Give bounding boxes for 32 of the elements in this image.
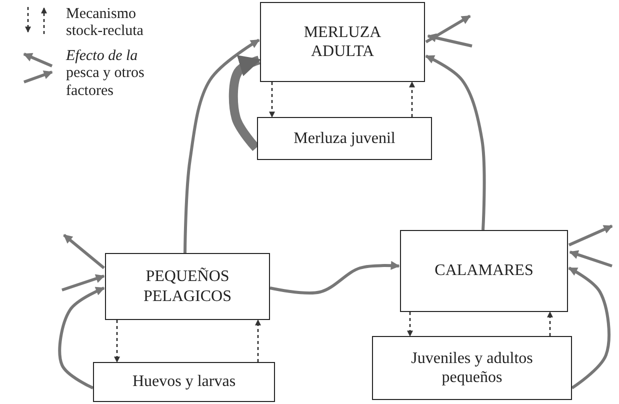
dashed-arrow bbox=[409, 81, 415, 117]
arrow bbox=[62, 274, 105, 292]
arrow bbox=[568, 266, 610, 390]
arrow bbox=[58, 286, 105, 390]
arrow bbox=[184, 38, 260, 254]
dashed-arrow bbox=[407, 312, 413, 337]
box bbox=[260, 2, 425, 82]
box bbox=[372, 336, 572, 400]
arrow bbox=[63, 234, 105, 270]
box-label: PEQUEÑOS PELAGICOS bbox=[142, 267, 232, 306]
arrow bbox=[427, 33, 472, 48]
box-label: CALAMARES bbox=[434, 261, 534, 281]
arrow bbox=[568, 224, 613, 246]
arrow bbox=[270, 260, 400, 294]
arrow bbox=[569, 250, 612, 268]
legend-label: Efecto de la pesca y otros factores bbox=[66, 48, 146, 100]
legend-label: Mecanismo stock-recluta bbox=[66, 6, 144, 40]
arrow bbox=[425, 14, 471, 44]
thick-arrow bbox=[228, 55, 262, 151]
box-label: Merluza juvenil bbox=[294, 128, 396, 148]
box-label: MERLUZA ADULTA bbox=[302, 22, 382, 62]
dashed-arrow bbox=[547, 311, 553, 336]
box bbox=[93, 362, 275, 402]
dashed-arrow bbox=[269, 82, 275, 118]
dashed-arrow bbox=[114, 320, 120, 363]
box bbox=[257, 117, 432, 160]
box bbox=[105, 253, 270, 320]
box bbox=[400, 230, 568, 312]
arrow bbox=[425, 54, 486, 230]
dashed-arrow bbox=[255, 319, 261, 362]
box-label: Juveniles y adultos pequeños bbox=[410, 348, 534, 388]
box-label: Huevos y larvas bbox=[132, 372, 236, 392]
